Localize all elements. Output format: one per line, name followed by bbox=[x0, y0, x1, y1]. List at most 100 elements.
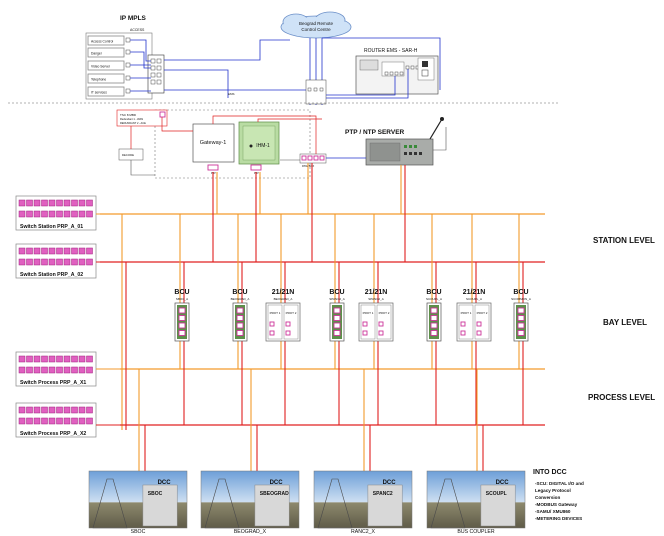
switch-port bbox=[56, 199, 63, 207]
into-dcc-notes: -SCU: DIGITAL I/O and Legacy Protocol Co… bbox=[535, 481, 584, 521]
service-item: Access Control bbox=[87, 35, 131, 46]
relay-unit bbox=[458, 304, 474, 340]
switch-port bbox=[33, 417, 41, 425]
bay-device-tag: SPANC2_A bbox=[329, 297, 344, 301]
bcu-port bbox=[517, 315, 525, 321]
bay-device-title: BCU bbox=[426, 289, 441, 296]
switch-port bbox=[48, 210, 56, 218]
relay-label: PROT 1 bbox=[363, 311, 374, 315]
switch-port bbox=[33, 406, 41, 414]
relay-port bbox=[285, 330, 291, 336]
tsc-line2: REDUNDANT 2 - ACE bbox=[120, 121, 146, 125]
switch-label: Switch Process PRP_A_X2 bbox=[20, 431, 86, 437]
relay-port bbox=[362, 321, 368, 327]
bay-device-tag: BEOGRAD_A bbox=[231, 297, 250, 301]
switch-port bbox=[71, 210, 78, 218]
bay-device-tag: SPANC2_A bbox=[368, 297, 383, 301]
switch-unit: Switch Station PRP_A_01 bbox=[15, 195, 126, 263]
switch-port bbox=[41, 355, 48, 363]
cloud-line1: Beograd Remote bbox=[299, 21, 334, 26]
remote-control-cloud: Beograd Remote Control Centre bbox=[280, 11, 352, 39]
switch-port bbox=[86, 199, 93, 207]
service-label: Danger bbox=[91, 52, 103, 56]
relay-unit bbox=[376, 304, 392, 340]
bay-device-tag: SBOC_A bbox=[176, 297, 188, 301]
switch-port bbox=[71, 247, 78, 255]
switch-port bbox=[86, 247, 93, 255]
photo-frame bbox=[200, 470, 300, 529]
relay-port bbox=[269, 330, 275, 336]
switch-port bbox=[56, 417, 63, 425]
switch-port bbox=[33, 258, 41, 266]
service-label: Video Server bbox=[91, 65, 111, 69]
bay-device-title: 21/21N bbox=[272, 289, 295, 296]
switch-port bbox=[26, 199, 33, 207]
bcu-front bbox=[177, 305, 187, 339]
relay-unit bbox=[267, 304, 283, 340]
switch-port bbox=[48, 406, 56, 414]
relay-port bbox=[362, 330, 368, 336]
switch-port bbox=[71, 199, 78, 207]
switch-port bbox=[26, 247, 33, 255]
switch-port bbox=[86, 210, 93, 218]
bcu-front bbox=[332, 305, 342, 339]
gateway-1 bbox=[192, 123, 235, 163]
photo-cabinet bbox=[142, 484, 178, 527]
bcu-port bbox=[333, 315, 341, 321]
switch-port bbox=[86, 406, 93, 414]
service-label: Telephone bbox=[91, 78, 106, 82]
switch-port bbox=[71, 366, 78, 374]
photo-name-tag: SBOC bbox=[148, 491, 163, 497]
switch-port bbox=[78, 417, 86, 425]
switch-port bbox=[18, 417, 26, 425]
switch-port bbox=[48, 366, 56, 374]
relay-port bbox=[378, 321, 384, 327]
switch-port bbox=[71, 406, 78, 414]
switch-port bbox=[41, 247, 48, 255]
photo-frame bbox=[313, 470, 413, 529]
relay-port bbox=[285, 321, 291, 327]
switch-port bbox=[56, 366, 63, 374]
switch-port bbox=[63, 247, 71, 255]
switch-port bbox=[78, 366, 86, 374]
relay-label: PROT 2 bbox=[477, 311, 488, 315]
service-label: IT services bbox=[91, 91, 107, 95]
switch-port bbox=[41, 366, 48, 374]
switch-port bbox=[48, 258, 56, 266]
photo-frame bbox=[426, 470, 526, 529]
bcu-port bbox=[236, 322, 244, 329]
switch-port bbox=[56, 258, 63, 266]
switch-port bbox=[33, 247, 41, 255]
service-links bbox=[130, 39, 310, 98]
field-photo-group: DCCSBOCSBOCDCCSBEOGRADBEOGRAD_XDCCSPANC2… bbox=[88, 369, 526, 535]
switch-unit: Switch Station PRP_A_02 bbox=[15, 213, 126, 279]
bcu-port bbox=[430, 307, 438, 314]
switch-port bbox=[18, 210, 26, 218]
switch-port bbox=[48, 199, 56, 207]
tsc-label: TSC 8 MBD bbox=[120, 113, 137, 117]
switch-port bbox=[78, 355, 86, 363]
bcu-port bbox=[236, 330, 244, 336]
relay-port bbox=[476, 321, 482, 327]
photo-caption: SBOC bbox=[131, 529, 146, 535]
bcu-port bbox=[333, 307, 341, 314]
cloud-line2: Control Centre bbox=[301, 27, 331, 32]
switch-port bbox=[18, 406, 26, 414]
bcu-port bbox=[517, 330, 525, 336]
photo-cabinet bbox=[254, 484, 290, 527]
switch-port bbox=[26, 258, 33, 266]
relay-label: PROT 1 bbox=[270, 311, 281, 315]
relay-port bbox=[476, 330, 482, 336]
switch-port bbox=[48, 355, 56, 363]
bcu-port bbox=[430, 330, 438, 336]
switch-port bbox=[26, 366, 33, 374]
switch-port bbox=[63, 366, 71, 374]
control-room-boundary bbox=[154, 109, 311, 179]
switch-label: Switch Station PRP_A_02 bbox=[20, 272, 83, 278]
